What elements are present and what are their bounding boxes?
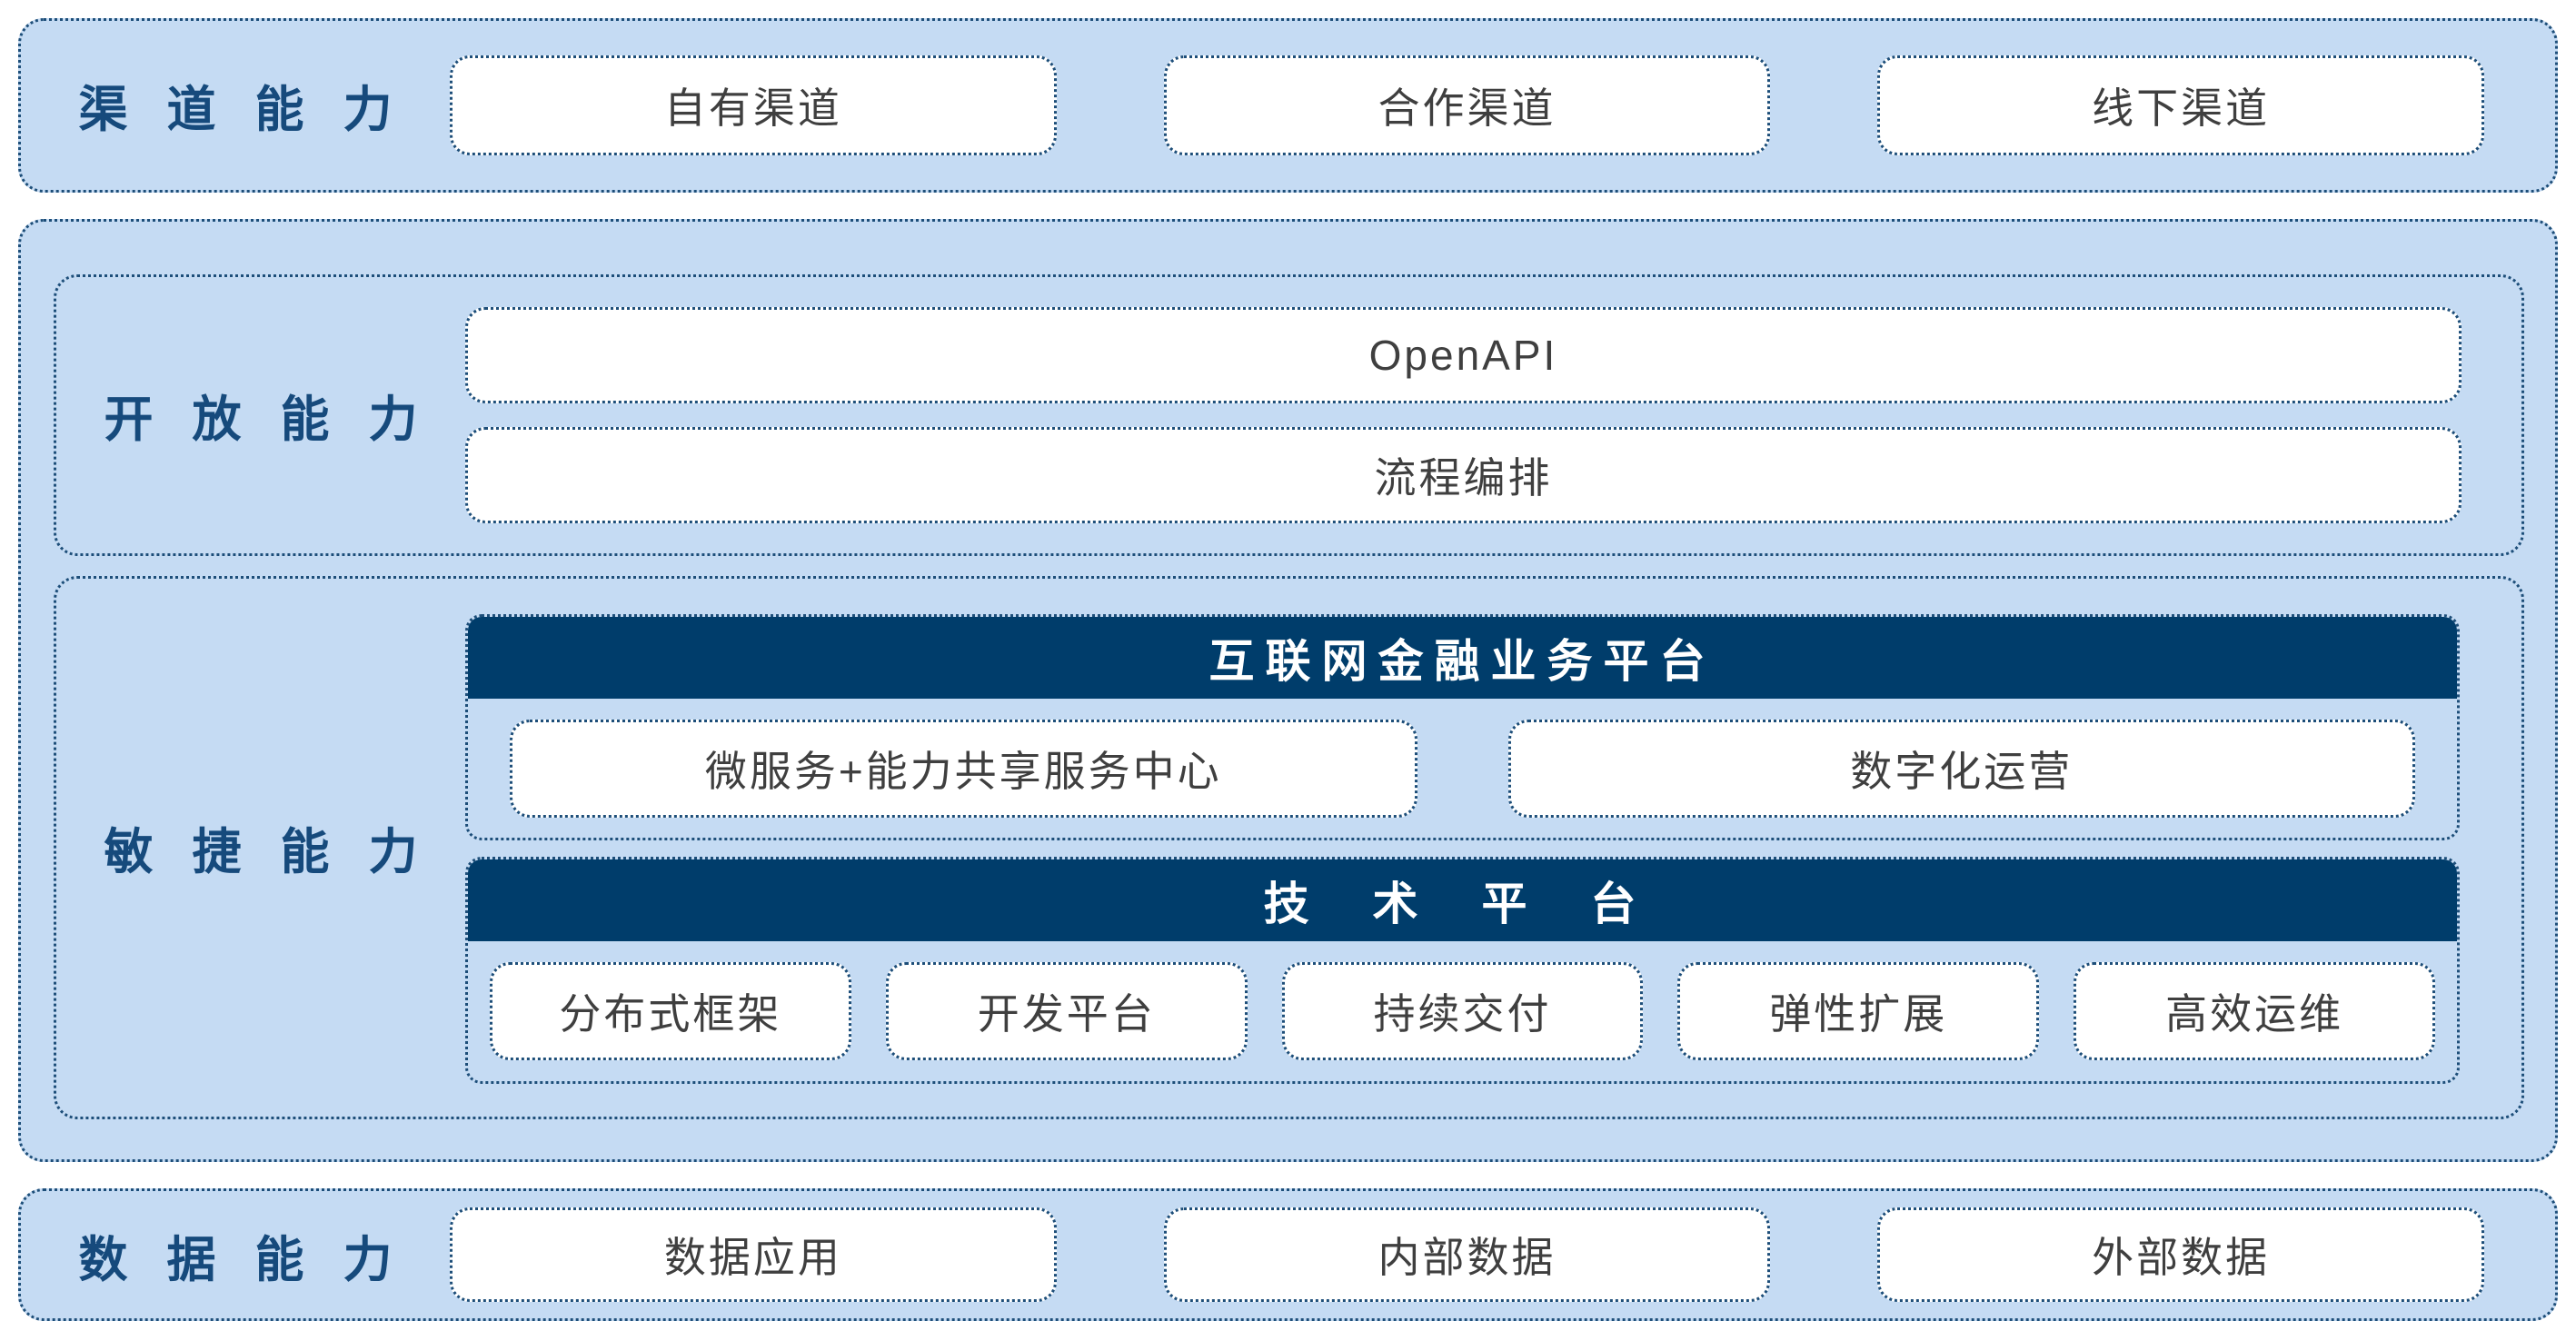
- tech-platform-items: 分布式框架 开发平台 持续交付 弹性扩展 高效运维: [468, 941, 2457, 1081]
- open-capability-band: 开 放 能 力 OpenAPI 流程编排: [54, 273, 2524, 556]
- tech-item-dev-platform: 开发平台: [885, 962, 1248, 1061]
- tech-item-efficient-ops: 高效运维: [2074, 962, 2435, 1061]
- data-item-application: 数据应用: [450, 1207, 1057, 1303]
- open-capability-label: 开 放 能 力: [104, 392, 431, 448]
- agile-capability-band: 敏 捷 能 力 互联网金融业务平台 微服务+能力共享服务中心 数字化运营 技 术…: [54, 575, 2524, 1120]
- open-item-orchestration: 流程编排: [465, 426, 2462, 523]
- channel-label-column: 渠 道 能 力: [21, 21, 450, 190]
- data-capability-band: 数 据 能 力 数据应用 内部数据 外部数据: [18, 1188, 2558, 1321]
- business-item-microservices: 微服务+能力共享服务中心: [510, 719, 1417, 818]
- spacer: [18, 1162, 2558, 1188]
- tech-platform-header: 技 术 平 台: [468, 859, 2457, 942]
- data-label-column: 数 据 能 力: [21, 1191, 450, 1318]
- channel-item-offline: 线下渠道: [1877, 55, 2485, 155]
- agile-capability-label: 敏 捷 能 力: [104, 825, 431, 880]
- data-items: 数据应用 内部数据 外部数据: [450, 1191, 2555, 1318]
- business-item-digital-operation: 数字化运营: [1507, 719, 2415, 818]
- tech-item-distributed-framework: 分布式框架: [490, 962, 851, 1061]
- business-platform-header: 互联网金融业务平台: [468, 616, 2457, 699]
- data-item-external: 外部数据: [1877, 1207, 2485, 1303]
- spacer: [18, 193, 2558, 219]
- channel-item-own: 自有渠道: [450, 55, 1057, 155]
- data-capability-label: 数 据 能 力: [78, 1232, 405, 1287]
- channel-capability-label: 渠 道 能 力: [78, 83, 405, 138]
- open-label-column: 开 放 能 力: [56, 277, 465, 553]
- open-item-openapi: OpenAPI: [465, 306, 2462, 403]
- agile-groups: 互联网金融业务平台 微服务+能力共享服务中心 数字化运营 技 术 平 台 分布式…: [465, 579, 2521, 1118]
- channel-capability-band: 渠 道 能 力 自有渠道 合作渠道 线下渠道: [18, 18, 2558, 193]
- agile-label-column: 敏 捷 能 力: [56, 579, 465, 1118]
- data-item-internal: 内部数据: [1163, 1207, 1771, 1303]
- open-items: OpenAPI 流程编排: [465, 277, 2521, 553]
- channel-item-partner: 合作渠道: [1163, 55, 1771, 155]
- tech-item-elastic-scaling: 弹性扩展: [1677, 962, 2040, 1061]
- tech-item-continuous-delivery: 持续交付: [1281, 962, 1644, 1061]
- channel-items: 自有渠道 合作渠道 线下渠道: [450, 21, 2555, 190]
- business-platform-group: 互联网金融业务平台 微服务+能力共享服务中心 数字化运营: [465, 613, 2460, 841]
- middle-capability-band: 开 放 能 力 OpenAPI 流程编排 敏 捷 能 力 互联网金融业务平台 微…: [18, 218, 2558, 1163]
- tech-platform-group: 技 术 平 台 分布式框架 开发平台 持续交付 弹性扩展 高效运维: [465, 857, 2460, 1085]
- business-platform-items: 微服务+能力共享服务中心 数字化运营: [468, 699, 2457, 839]
